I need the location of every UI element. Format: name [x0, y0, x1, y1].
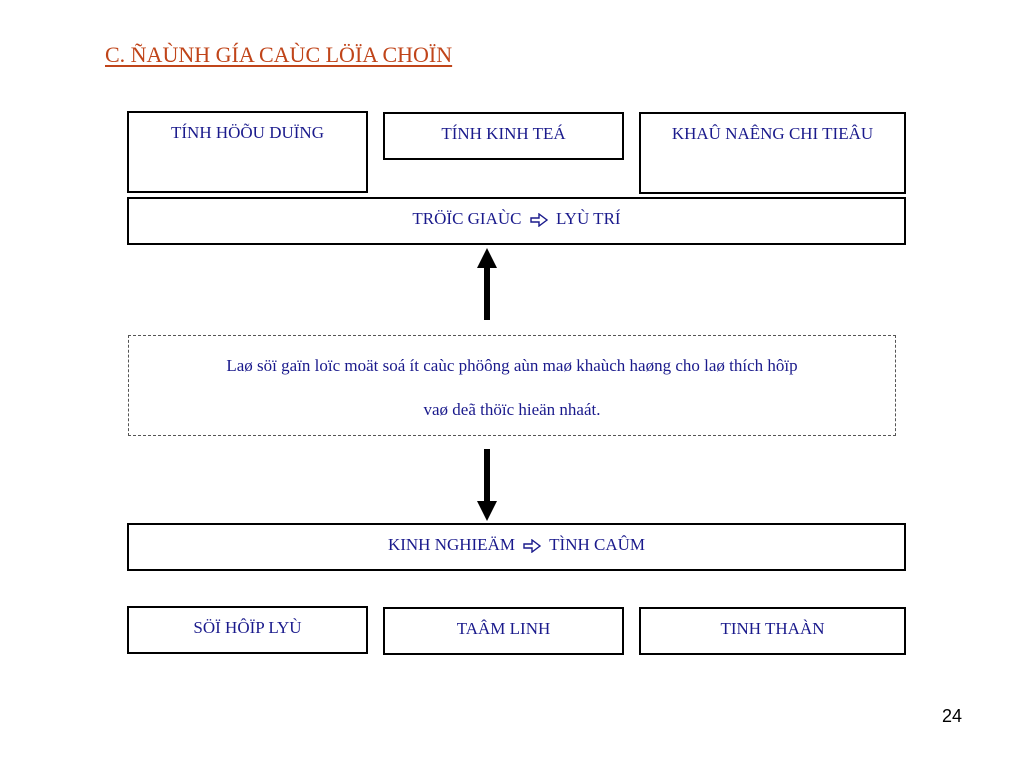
box-mental: TINH THAÀN	[639, 607, 906, 655]
hollow-right-arrow-icon	[530, 213, 548, 228]
box-intuition-reason: TRÖÏC GIAÙC LYÙ TRÍ	[127, 197, 906, 245]
box-usefulness-label: TÍNH HÖÕU DUÏNG	[171, 123, 324, 142]
box-usefulness: TÍNH HÖÕU DUÏNG	[127, 111, 368, 193]
down-arrow-icon	[477, 449, 497, 521]
page-number: 24	[941, 706, 962, 726]
box-spiritual-label: TAÂM LINH	[456, 619, 551, 638]
description-line-1: Laø söï gaïn loïc moät soá ít caùc phöôn…	[226, 356, 798, 375]
description-box: Laø söï gaïn loïc moät soá ít caùc phöôn…	[128, 335, 896, 436]
box-spiritual: TAÂM LINH	[383, 607, 624, 655]
experience-label: KINH NGHIEÄM	[387, 535, 515, 554]
box-experience-emotion: KINH NGHIEÄM TÌNH CAÛM	[127, 523, 906, 571]
box-economic-label: TÍNH KINH TEÁ	[441, 124, 566, 143]
emotion-label: TÌNH CAÛM	[549, 535, 646, 554]
hollow-right-arrow-icon	[523, 539, 542, 554]
box-economic: TÍNH KINH TEÁ	[383, 112, 624, 160]
up-arrow-icon	[477, 248, 497, 320]
slide-title: C. ÑAÙNH GÍA CAÙC LÖÏA CHOÏN	[105, 42, 453, 67]
box-reasonable-label: SÖÏ HÔÏP LYÙ	[193, 618, 302, 637]
reason-label: LYÙ TRÍ	[556, 209, 621, 228]
box-reasonable: SÖÏ HÔÏP LYÙ	[127, 606, 368, 654]
box-mental-label: TINH THAÀN	[720, 619, 825, 638]
box-spending-ability-label: KHAÛ NAÊNG CHI TIEÂU	[671, 124, 874, 143]
intuition-label: TRÖÏC GIAÙC	[412, 209, 522, 228]
description-line-2: vaø deã thöïc hieän nhaát.	[423, 400, 601, 419]
box-spending-ability: KHAÛ NAÊNG CHI TIEÂU	[639, 112, 906, 194]
